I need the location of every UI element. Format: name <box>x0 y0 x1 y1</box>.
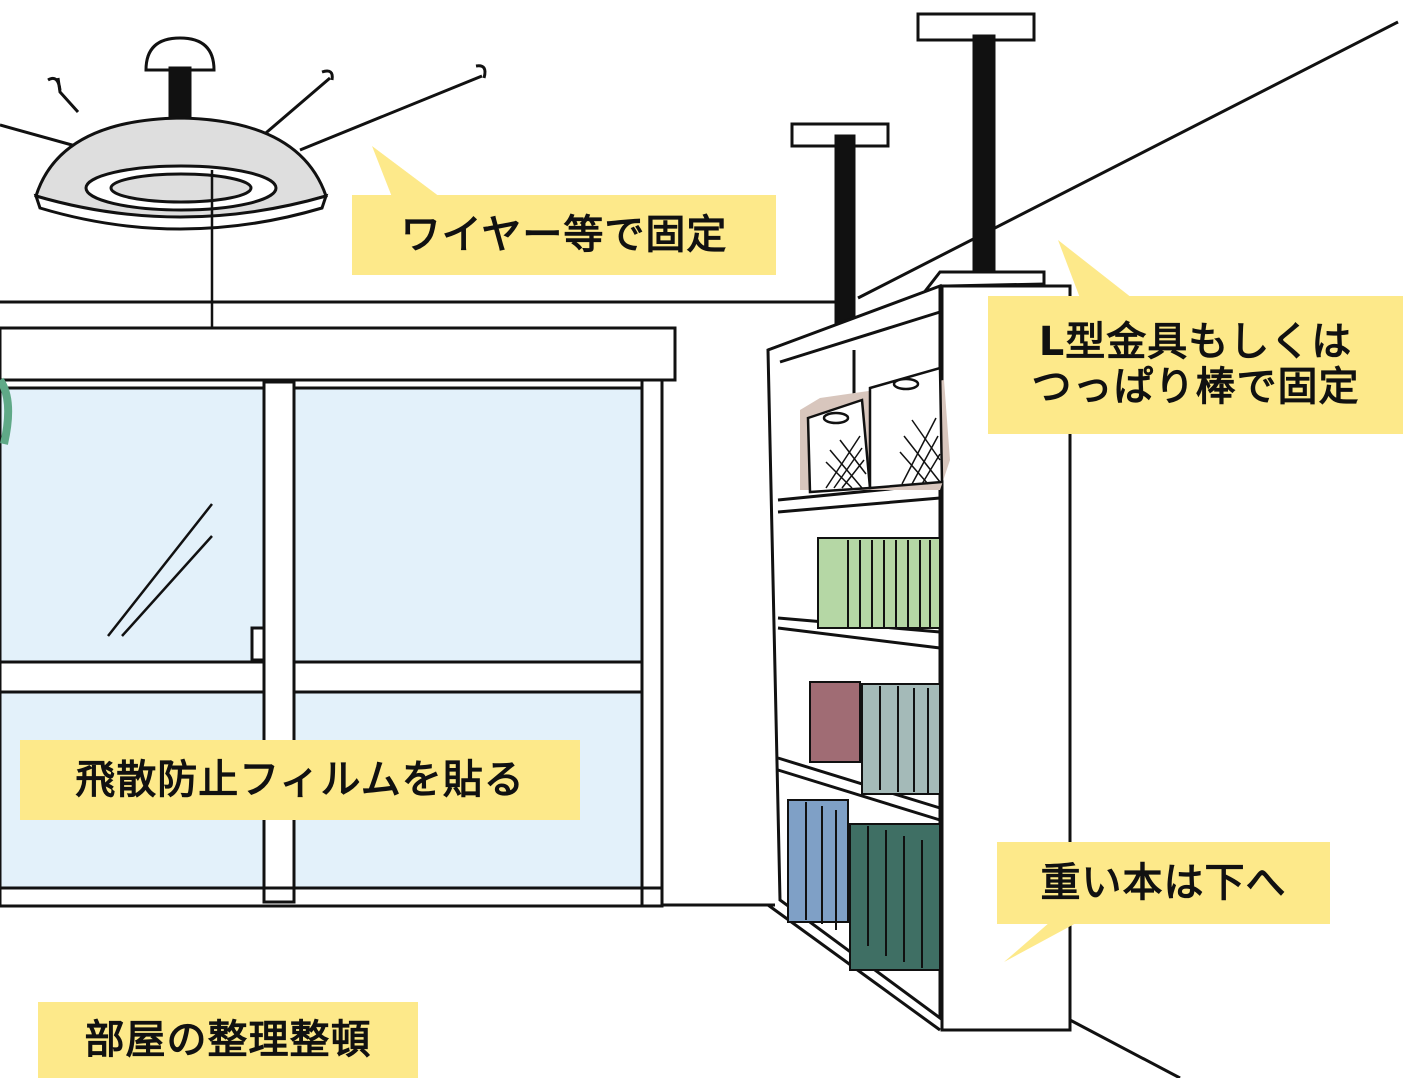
tidy-room-text: 部屋の整理整頓 <box>84 1016 372 1063</box>
wire-fix-label: ワイヤー等で固定 <box>352 195 776 275</box>
room-lines <box>0 20 1399 1078</box>
ceiling-lamp <box>0 36 487 404</box>
bottom-books <box>787 799 941 971</box>
wire-fix-text: ワイヤー等で固定 <box>400 211 728 258</box>
bracket-fix-label: L型金具もしくは つっぱり棒で固定 <box>988 296 1403 434</box>
film-label: 飛散防止フィルムを貼る <box>20 740 580 820</box>
mid-books <box>809 681 941 795</box>
file-boxes <box>800 366 950 494</box>
heavy-books-label: 重い本は下へ <box>997 842 1330 924</box>
bracket-fix-text-line1: L型金具もしくは <box>1038 319 1353 366</box>
bubble-tails <box>372 146 1132 962</box>
bracket-fix-text-line2: つっぱり棒で固定 <box>1031 364 1360 410</box>
tidy-room-label: 部屋の整理整頓 <box>38 1002 418 1078</box>
heavy-books-text: 重い本は下へ <box>1040 859 1287 906</box>
green-books <box>817 537 941 629</box>
tension-rods <box>790 12 1036 328</box>
film-text: 飛散防止フィルムを貼る <box>75 756 525 803</box>
